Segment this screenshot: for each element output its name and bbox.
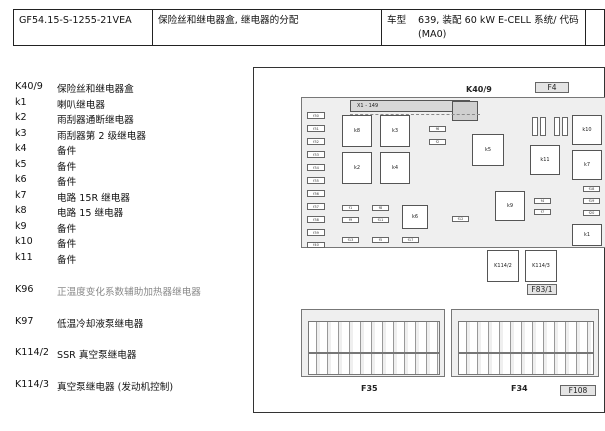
fuse-f30: f30 (307, 112, 325, 119)
relay-k7: k7 (572, 150, 602, 180)
fuse-f9: f9 (342, 217, 359, 223)
fuse-row (458, 353, 594, 375)
fuse-f37: f37 (307, 203, 325, 210)
header-table: GF54.15-S-1255-21VEA 保险丝和继电器盒, 继电器的分配 车型… (13, 9, 605, 46)
relay-k4: k4 (380, 152, 410, 184)
tag-f34: F34 (511, 384, 528, 393)
connector-dash (350, 114, 480, 115)
fuse-f36: f36 (307, 190, 325, 197)
fuse-f4: f4 (534, 198, 551, 204)
fuse-bank-f35 (301, 309, 445, 377)
fuse-f20: f20 (583, 210, 600, 216)
fuse-f19: f19 (583, 198, 600, 204)
fuse-row (308, 321, 440, 353)
fuse-row (308, 353, 440, 375)
fuse-f38: f38 (307, 216, 325, 223)
fuse-f1: f1 (342, 205, 359, 211)
header-blank-cell (586, 10, 605, 45)
tag-f83-1: F83/1 (527, 284, 557, 295)
fuse-f17: f17 (402, 237, 419, 243)
fuse-f33: f33 (307, 151, 325, 158)
vfuse (562, 117, 568, 136)
relay-k10: k10 (572, 115, 602, 145)
tag-f4: F4 (535, 82, 569, 93)
connector-plug (452, 101, 478, 121)
model-label: 车型 (387, 15, 407, 26)
fuse-relay-box-diagram: K40/9 F4 X1 - 149 f30 f31 f32 f33 f34 f3… (253, 67, 605, 413)
vfuse (554, 117, 560, 136)
relay-k114-3: K114/3 (525, 250, 557, 282)
fuse-f11: f11 (372, 217, 389, 223)
relay-k3: k3 (380, 115, 410, 147)
relay-k9: k9 (495, 191, 525, 221)
fuse-f6: f6 (429, 126, 446, 132)
relay-k5: k5 (472, 134, 504, 166)
fuse-f35: f35 (307, 177, 325, 184)
relay-k114-2: K114/2 (487, 250, 519, 282)
tag-f35: F35 (361, 384, 378, 393)
relay-k2: k2 (342, 152, 372, 184)
fuse-f31: f31 (307, 125, 325, 132)
fuse-f2: f2 (429, 139, 446, 145)
upper-panel: X1 - 149 f30 f31 f32 f33 f34 f35 f36 f37… (301, 97, 605, 248)
fuse-f18: f18 (583, 186, 600, 192)
fuse-f8: f8 (372, 205, 389, 211)
fuse-f39: f39 (307, 229, 325, 236)
fuse-f32: f32 (307, 138, 325, 145)
relay-k11: k11 (530, 145, 560, 175)
connector-strip: X1 - 149 (350, 100, 470, 112)
relay-k8: k8 (342, 115, 372, 147)
relay-k1: k1 (572, 224, 602, 246)
relay-k6: k6 (402, 205, 428, 229)
model-cell: 车型 639, 装配 60 kW E-CELL 系统/ 代码 (MA0) (382, 10, 586, 45)
fuse-f7: f7 (534, 209, 551, 215)
fuse-row (458, 321, 594, 353)
doc-id: GF54.15-S-1255-21VEA (14, 10, 153, 45)
diagram-title: K40/9 (466, 85, 492, 94)
doc-title: 保险丝和继电器盒, 继电器的分配 (153, 10, 382, 45)
fuse-f5: f5 (372, 237, 389, 243)
fuse-f12: f12 (452, 216, 469, 222)
fuse-bank-f34 (451, 309, 599, 377)
vfuse (532, 117, 538, 136)
vfuse (540, 117, 546, 136)
model-value: 639, 装配 60 kW E-CELL 系统/ 代码 (MA0) (418, 15, 579, 40)
fuse-f40: f40 (307, 242, 325, 248)
fuse-f13: f13 (342, 237, 359, 243)
fuse-f34: f34 (307, 164, 325, 171)
tag-f108: F108 (560, 385, 596, 396)
